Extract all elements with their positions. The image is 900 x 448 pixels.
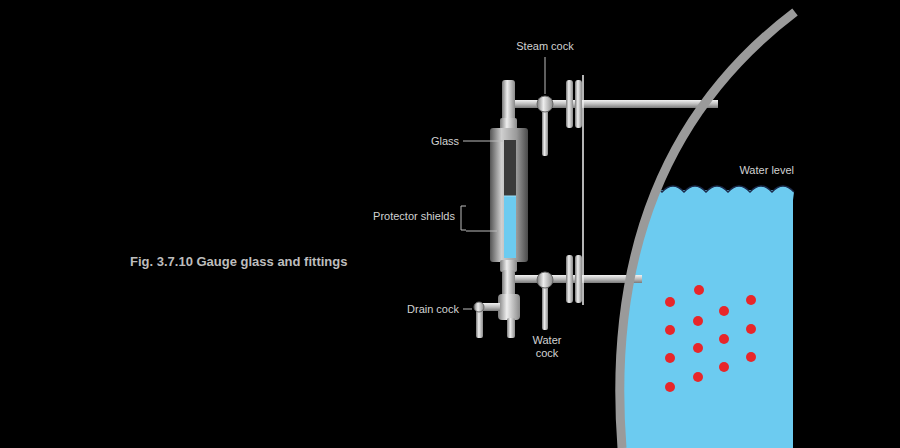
part-label: Steam cock xyxy=(516,40,573,53)
leader-lines-part xyxy=(466,231,497,232)
leader-lines-part xyxy=(463,309,472,310)
gauge-glass-part xyxy=(504,196,516,258)
part-label: Glass xyxy=(431,135,459,148)
pipe-flanges xyxy=(566,75,583,305)
drain-cock-valve-part xyxy=(476,308,483,338)
steam-cock-valve xyxy=(537,96,553,156)
steam-bubbles-part xyxy=(694,285,704,295)
drain-cock-valve-part xyxy=(507,318,515,338)
gauge-glass-part xyxy=(490,128,528,262)
part-label: Water level xyxy=(739,164,794,177)
leader-lines-part xyxy=(461,206,466,230)
steam-bubbles-part xyxy=(693,316,703,326)
steam-bubbles-part xyxy=(693,372,703,382)
steam-bubbles-part xyxy=(719,362,729,372)
part-label: Drain cock xyxy=(407,303,459,316)
steam-bubbles xyxy=(665,285,756,392)
boiler-shell xyxy=(620,12,795,448)
gauge-glass-part xyxy=(504,196,516,197)
boiler-water-part xyxy=(640,186,794,192)
water-cock-valve-part xyxy=(537,272,553,288)
pipe-flanges-part xyxy=(566,255,573,303)
leader-lines-part xyxy=(545,57,546,94)
leader-lines xyxy=(461,57,545,309)
steam-bubbles-part xyxy=(719,306,729,316)
boiler-water-part xyxy=(600,190,793,448)
boiler-water xyxy=(600,186,794,448)
steam-cock-valve-part xyxy=(537,96,553,112)
steam-bubbles-part xyxy=(719,334,729,344)
steam-bubbles-part xyxy=(693,343,703,353)
part-label: Protector shields xyxy=(373,210,455,223)
pipe-flanges-part xyxy=(575,255,582,303)
gauge-glass xyxy=(490,128,528,262)
pipe-flanges-part xyxy=(582,75,584,305)
steam-bubbles-part xyxy=(746,352,756,362)
steam-bubbles-part xyxy=(665,382,675,392)
steam-bubbles-part xyxy=(665,353,675,363)
steam-bubbles-part xyxy=(746,295,756,305)
steam-bubbles-part xyxy=(746,324,756,334)
figure-caption: Fig. 3.7.10 Gauge glass and fittings xyxy=(130,254,347,269)
leader-lines-part xyxy=(463,141,503,142)
boiler-water-part xyxy=(640,186,794,200)
drain-cock-valve xyxy=(474,294,520,338)
part-label: Water cock xyxy=(525,334,569,360)
pipe-flanges-part xyxy=(575,80,582,128)
gauge-glass-part xyxy=(504,140,516,258)
steam-bubbles-part xyxy=(665,325,675,335)
pipe-flanges-part xyxy=(566,80,573,128)
water-cock-valve xyxy=(537,272,553,330)
top-fitting xyxy=(500,80,517,130)
steam-bubbles-part xyxy=(665,297,675,307)
drain-cock-valve-part xyxy=(498,294,520,320)
drain-cock-valve-part xyxy=(474,302,484,312)
